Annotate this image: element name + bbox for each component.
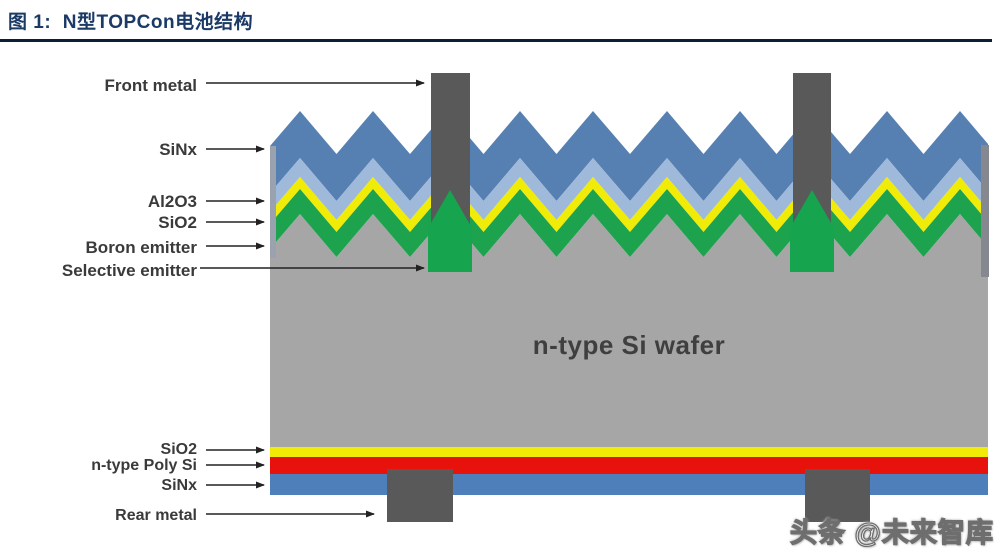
selective-emitter-right [790, 190, 834, 272]
label-sio2-front: SiO2 [158, 213, 197, 232]
textured-front-layer-stack [270, 111, 988, 447]
watermark: 头条 @未来智库 [789, 517, 994, 548]
label-front-metal: Front metal [104, 76, 197, 95]
rear-sio2-layer [270, 447, 988, 457]
label-sinx-rear: SiNx [161, 477, 197, 494]
label-sio2-rear: SiO2 [160, 441, 197, 458]
layer-n-type-si-wafer [270, 214, 988, 447]
left-cut-face [270, 146, 276, 258]
label-poly-si: n-type Poly Si [91, 457, 197, 474]
right-cut-face [981, 145, 989, 277]
label-rear-metal: Rear metal [115, 507, 197, 524]
rear-sinx-layer [270, 474, 988, 495]
label-al2o3: Al2O3 [147, 192, 197, 211]
label-n-type-si-wafer: n-type Si wafer [532, 330, 726, 360]
annotation-arrows [200, 79, 425, 518]
title-divider [0, 39, 992, 42]
rear-poly-si-layer [270, 457, 988, 474]
label-selective-emitter: Selective emitter [61, 261, 197, 280]
rear-metal-pad-left [387, 469, 453, 522]
label-boron-emitter: Boron emitter [85, 238, 197, 257]
rear-metal-pad-right [805, 469, 870, 522]
selective-emitter-left [428, 190, 472, 272]
figure-title: 图 1: N型TOPCon电池结构 [8, 12, 254, 33]
label-sinx-front: SiNx [159, 140, 197, 159]
